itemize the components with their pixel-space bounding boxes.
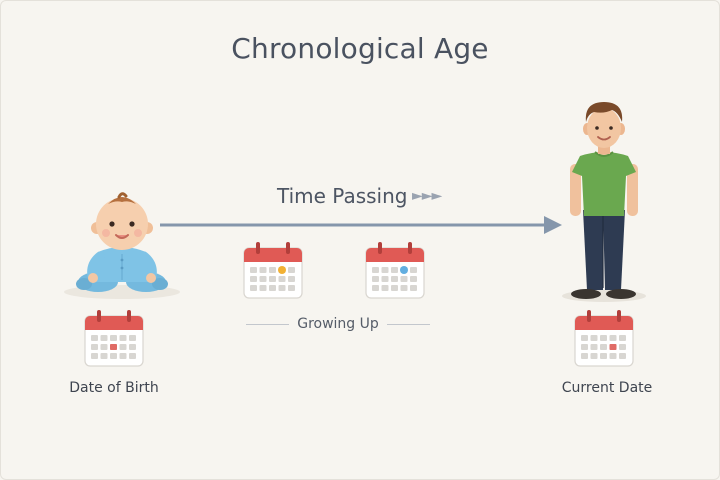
timeline-arrow (160, 216, 562, 234)
calendar-icon-current (574, 309, 634, 367)
date-of-birth-label: Date of Birth (69, 380, 159, 396)
current-date-label: Current Date (561, 380, 653, 396)
divider-right (386, 323, 431, 325)
diagram-title: Chronological Age (231, 32, 489, 65)
calendar-icon-birth (84, 309, 144, 367)
growing-up-caption: Growing Up (246, 316, 431, 332)
adult-man-figure (562, 102, 646, 302)
baby-figure (64, 192, 180, 299)
growing-up-label: Growing Up (297, 316, 379, 332)
time-passing-label: Time Passing (277, 184, 408, 208)
calendar-icon-growing-2 (365, 241, 425, 299)
calendar-icon-growing-1 (243, 241, 303, 299)
divider-left (246, 323, 290, 325)
time-passing-arrows: ►►► (412, 188, 442, 204)
